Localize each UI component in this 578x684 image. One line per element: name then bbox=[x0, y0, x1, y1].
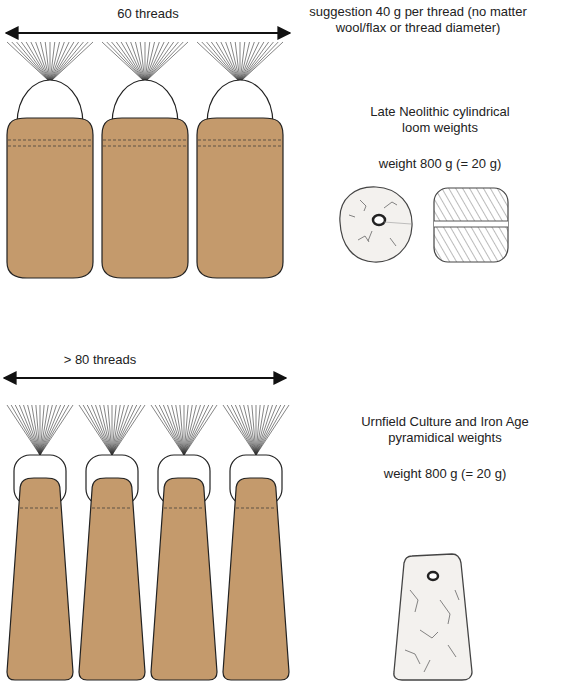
width-arrow bbox=[6, 32, 290, 34]
dimension-label: 60 threads bbox=[117, 6, 178, 22]
cylindrical-weight-section bbox=[434, 188, 508, 262]
caption-text: Urnfield Culture and Iron Age pyramidica… bbox=[349, 414, 541, 446]
caption-text: Late Neolithic cylindrical loom weights bbox=[364, 104, 516, 136]
caption-text: weight 800 g (= 20 g) bbox=[379, 156, 502, 172]
loom-weights bbox=[7, 80, 289, 680]
width-arrow bbox=[4, 377, 286, 379]
caption-text: suggestion 40 g per thread (no matter wo… bbox=[287, 4, 549, 36]
caption-text: weight 800 g (= 20 g) bbox=[384, 466, 507, 482]
dimension-label: > 80 threads bbox=[64, 352, 137, 368]
warp-threads bbox=[7, 42, 289, 455]
cylindrical-weight-drawing bbox=[340, 187, 412, 262]
pyramidal-weight-drawing bbox=[394, 554, 472, 680]
